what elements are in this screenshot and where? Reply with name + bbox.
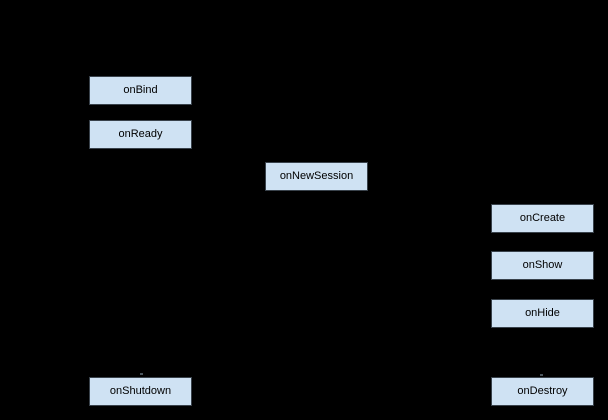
node-onshow: onShow bbox=[491, 251, 594, 280]
node-onshutdown: onShutdown bbox=[89, 377, 192, 406]
node-onready: onReady bbox=[89, 120, 192, 149]
node-oncreate-label: onCreate bbox=[519, 212, 566, 224]
node-onhide-label: onHide bbox=[525, 307, 560, 319]
node-onbind-label: onBind bbox=[123, 84, 158, 96]
arrowhead-remnant-icon bbox=[540, 374, 543, 376]
node-onshutdown-label: onShutdown bbox=[109, 385, 172, 397]
arrowhead-remnant-icon bbox=[140, 373, 143, 375]
node-oncreate: onCreate bbox=[491, 204, 594, 233]
node-onshow-label: onShow bbox=[522, 259, 563, 271]
node-onnewsession-label: onNewSession bbox=[279, 170, 354, 182]
node-ondestroy-label: onDestroy bbox=[517, 385, 568, 397]
node-onnewsession: onNewSession bbox=[265, 162, 368, 191]
node-onready-label: onReady bbox=[118, 128, 163, 140]
node-onbind: onBind bbox=[89, 76, 192, 105]
node-onhide: onHide bbox=[491, 299, 594, 328]
node-ondestroy: onDestroy bbox=[491, 377, 594, 406]
